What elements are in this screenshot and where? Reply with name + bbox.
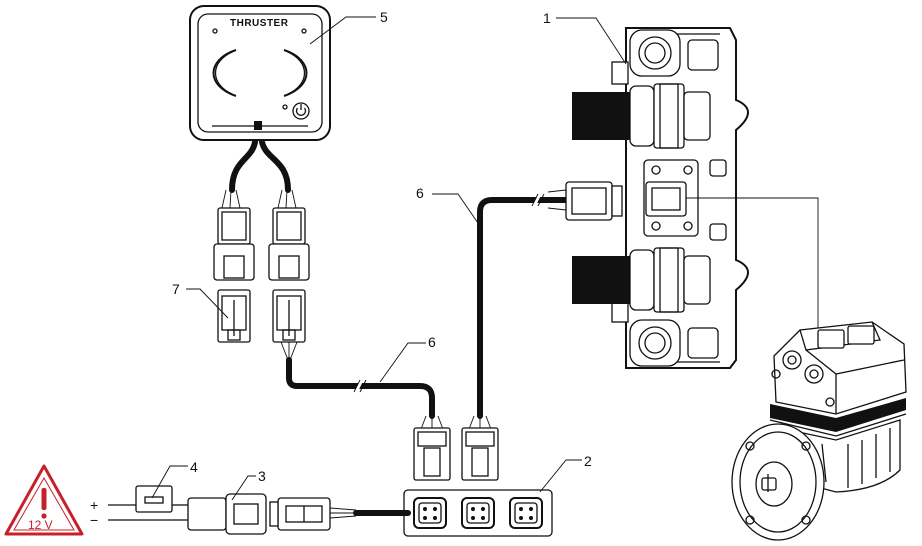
- cable-6-left: [286, 357, 435, 419]
- negative-terminal-label: −: [90, 512, 98, 528]
- warning-triangle-icon: [4, 464, 84, 536]
- cable-6-upper-connector: [272, 289, 306, 361]
- callout-1: 1: [543, 10, 627, 65]
- callout-4: 4: [151, 459, 198, 499]
- callout-label: 3: [258, 468, 266, 484]
- thruster-control-panel: THRUSTER: [189, 5, 331, 141]
- callout-2: 2: [539, 453, 592, 493]
- callout-6-upper: 6: [416, 185, 481, 227]
- positive-terminal-label: +: [90, 497, 98, 513]
- callout-label: 7: [172, 281, 180, 297]
- battery-voltage-label: 12 V: [28, 518, 53, 532]
- callout-3: 3: [231, 468, 266, 501]
- power-icon[interactable]: [292, 102, 310, 120]
- callout-label: 6: [428, 334, 436, 350]
- callout-label: 6: [416, 185, 424, 201]
- hub-socket-3: [509, 497, 543, 529]
- power-cable: [269, 497, 411, 531]
- fuse-holder: [135, 485, 173, 513]
- callout-5: 5: [309, 9, 388, 45]
- hub-socket-1: [413, 497, 447, 529]
- hub-input-connector-right: [461, 415, 499, 481]
- hub-socket-2: [461, 497, 495, 529]
- callout-label: 1: [543, 10, 551, 26]
- terminator-plug: [217, 289, 251, 343]
- callout-label: 2: [584, 453, 592, 469]
- motor-controller: [572, 27, 749, 369]
- callout-label: 5: [380, 9, 388, 25]
- controller-cable-connector: [547, 181, 623, 221]
- hub-splitter: [403, 489, 553, 537]
- panel-connector-left: [213, 189, 255, 281]
- panel-connector-right: [268, 189, 310, 281]
- hub-input-connector-left: [413, 415, 451, 481]
- callout-label: 4: [190, 459, 198, 475]
- thruster-motor: [731, 321, 907, 541]
- panel-brand-text: THRUSTER: [230, 18, 289, 29]
- cable-6-right: [477, 193, 569, 419]
- callout-7: 7: [172, 281, 229, 319]
- battery-connector: [187, 493, 267, 535]
- battery-leads: [108, 504, 188, 521]
- callout-6-lower: 6: [379, 334, 436, 383]
